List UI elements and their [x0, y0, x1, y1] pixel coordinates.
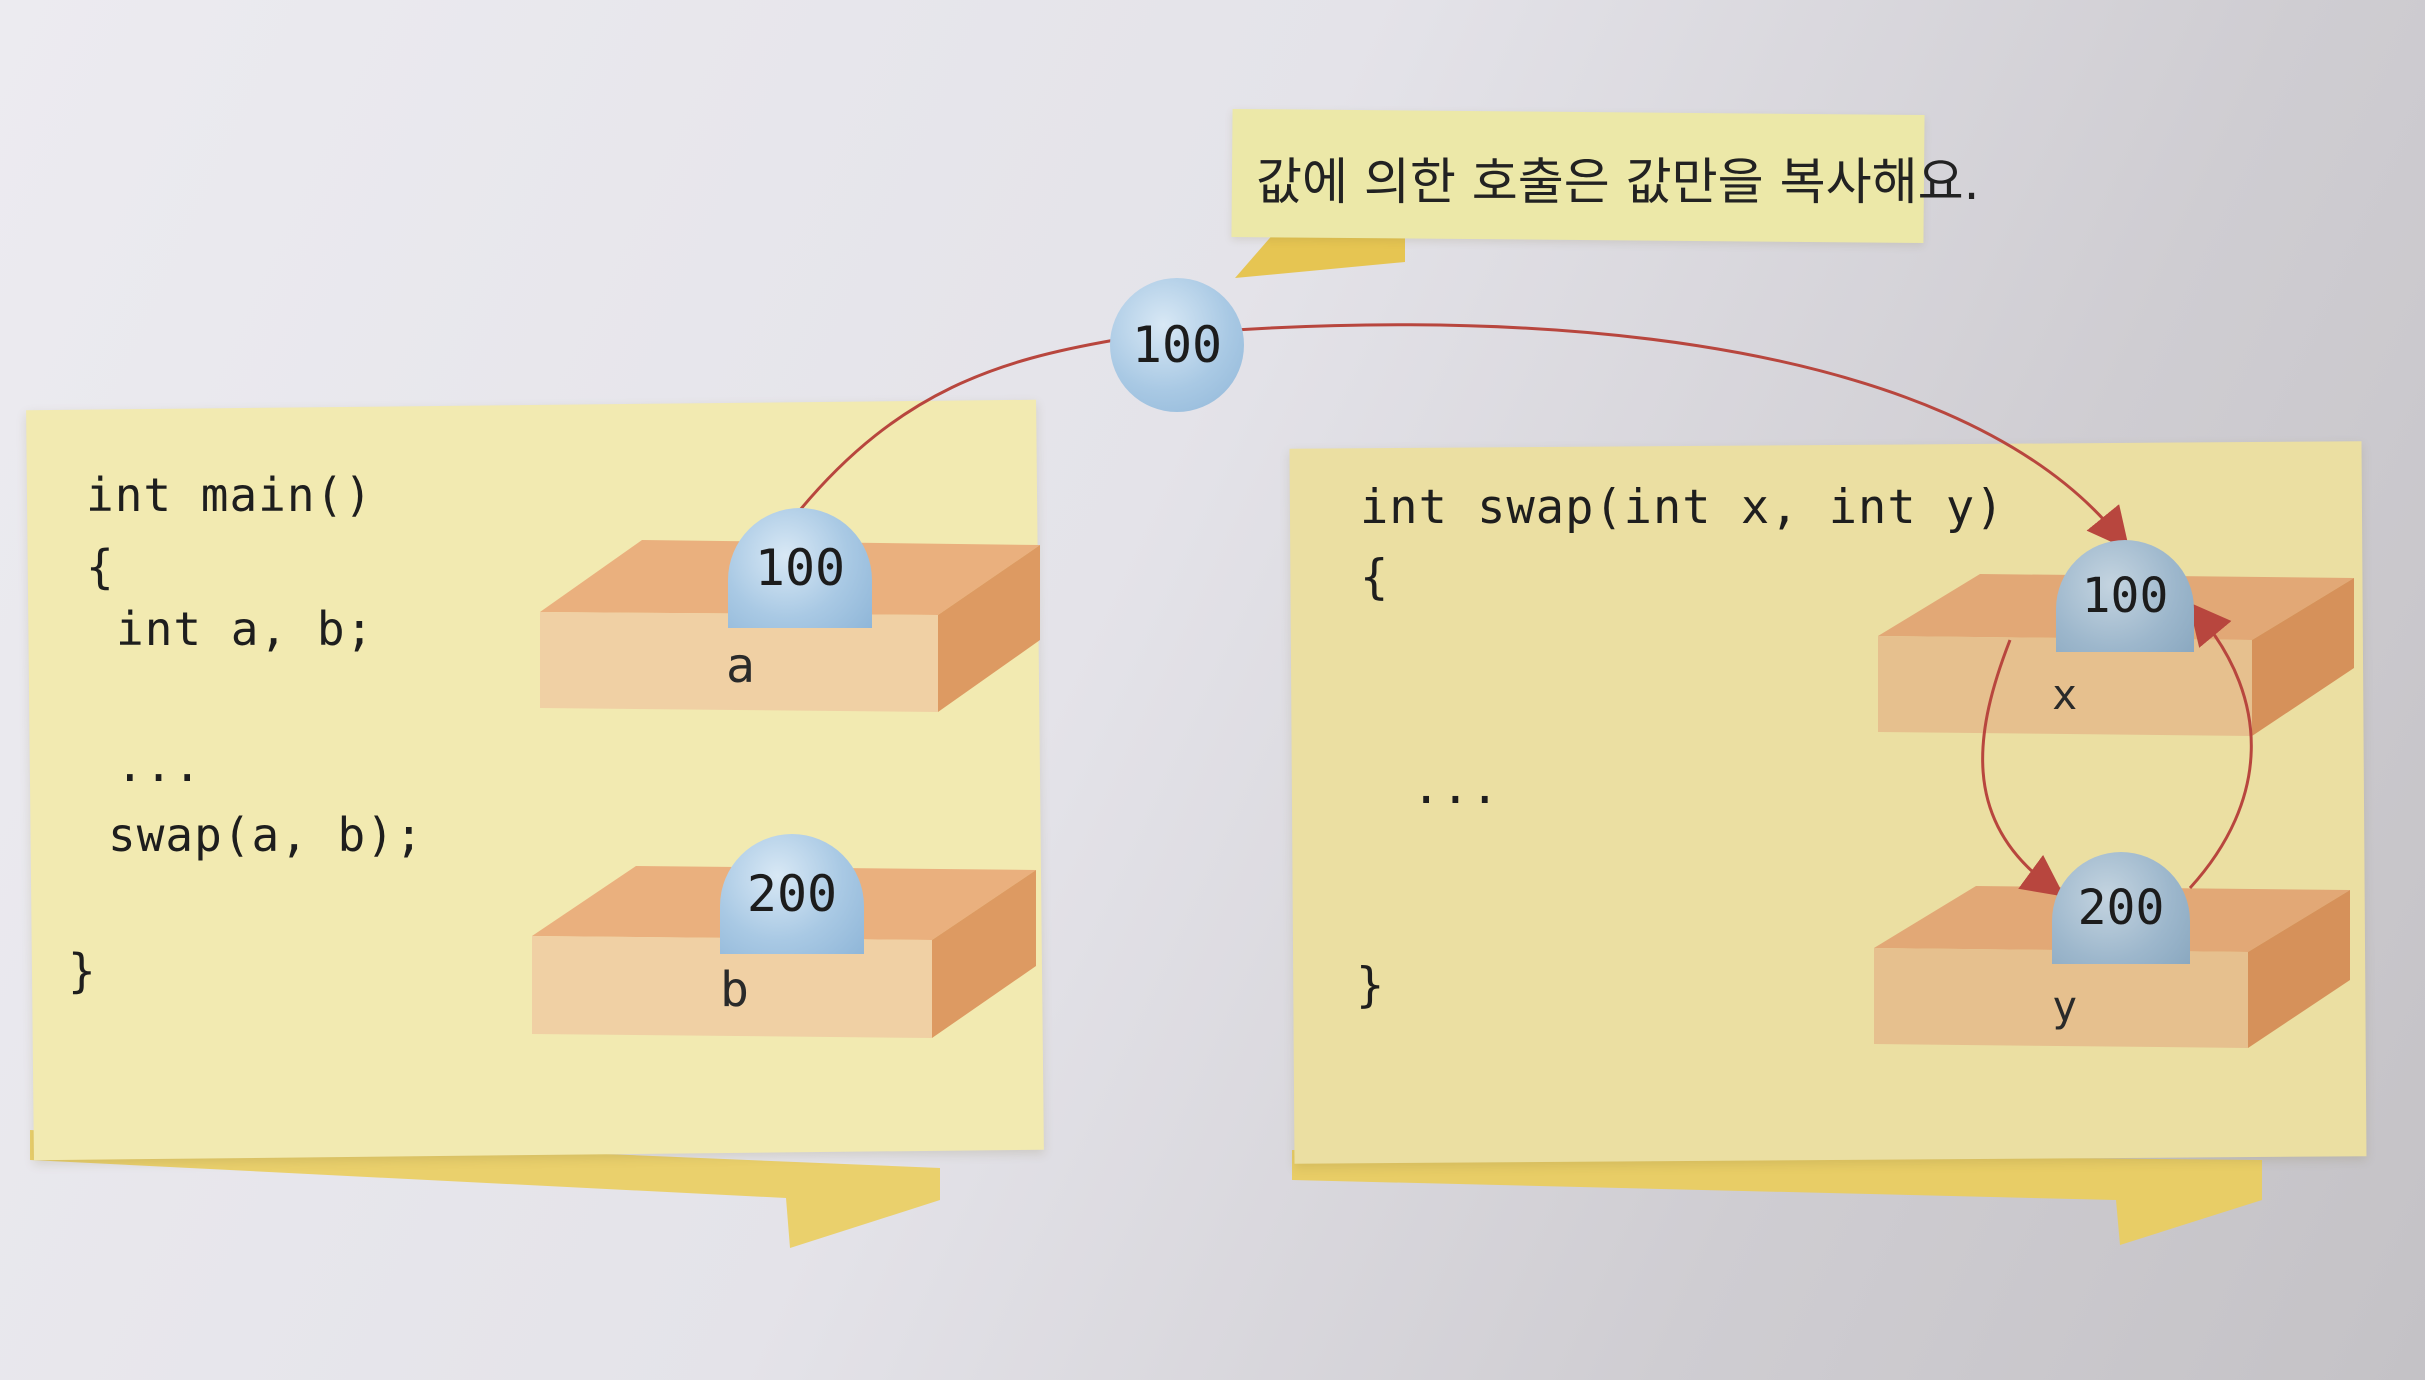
- code-line-close-brace: }: [1356, 958, 1386, 1013]
- variable-label-a: a: [726, 638, 755, 694]
- code-line-swap-signature: int swap(int x, int y): [1360, 480, 2005, 535]
- traveling-value-ball: 100: [1110, 278, 1244, 412]
- code-line-close-brace: }: [68, 944, 97, 998]
- callout-tail: [1235, 232, 1405, 278]
- copy-arrow-a-to-x: [798, 323, 2130, 550]
- code-line-open-brace: {: [86, 540, 115, 594]
- code-line-swap-call: swap(a, b);: [108, 808, 424, 862]
- code-line-declaration: int a, b;: [116, 602, 375, 656]
- swap-arrow-y-to-x: [2188, 602, 2253, 890]
- code-line-main-signature: int main(): [86, 468, 373, 522]
- right-panel-ribbon: [1292, 1150, 2262, 1245]
- variable-label-y: y: [2052, 982, 2078, 1031]
- callout-text: 값에 의한 호출은 값만을 복사해요.: [1256, 153, 1980, 211]
- value-ball-y: 200: [2052, 852, 2190, 964]
- code-line-open-brace: {: [1360, 550, 1390, 605]
- value-ball-a: 100: [728, 508, 872, 628]
- variable-label-x: x: [2052, 670, 2078, 719]
- swap-arrow-x-to-y: [1981, 639, 2065, 897]
- code-line-ellipsis: ...: [1412, 760, 1500, 815]
- value-ball-x: 100: [2056, 540, 2194, 652]
- left-panel-ribbon: [30, 1130, 940, 1248]
- code-line-ellipsis: ...: [116, 738, 203, 792]
- value-ball-b: 200: [720, 834, 864, 954]
- variable-label-b: b: [720, 962, 749, 1018]
